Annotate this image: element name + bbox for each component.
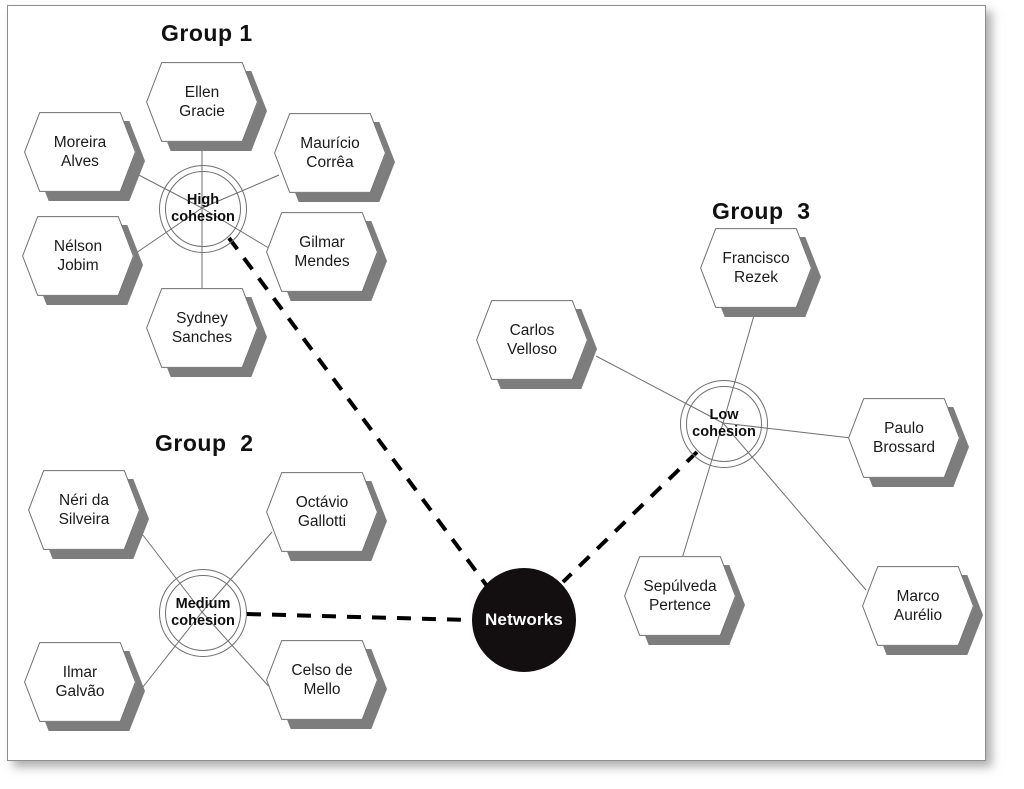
node-label: Ellen Gracie	[179, 84, 225, 120]
hex-outline	[266, 472, 378, 552]
hex-face: Octávio Gallotti	[266, 472, 378, 552]
hex-face: Carlos Velloso	[476, 300, 588, 380]
node-label: Maurício Corrêa	[300, 135, 360, 171]
hub-low-cohesion[interactable]: Low cohesion	[680, 380, 768, 468]
hex-outline	[146, 62, 258, 142]
hex-face: Sepúlveda Pertence	[624, 556, 736, 636]
node-label: Carlos Velloso	[507, 322, 557, 358]
node-carlos-velloso[interactable]: Carlos Velloso	[476, 300, 597, 389]
node-label: Sydney Sanches	[171, 310, 233, 346]
hub-label: Medium cohesion	[171, 596, 235, 629]
hex-face: Moreira Alves	[24, 112, 136, 192]
node-sepulveda-pertence[interactable]: Sepúlveda Pertence	[624, 556, 745, 645]
hex-face: Nélson Jobim	[22, 216, 134, 296]
hex-outline	[848, 398, 960, 478]
hex-outline	[476, 300, 588, 380]
node-marco-aurelio[interactable]: Marco Aurélio	[862, 566, 983, 655]
node-label: Ilmar Galvão	[55, 664, 105, 700]
hub-high-cohesion[interactable]: High cohesion	[159, 165, 247, 253]
hex-outline	[266, 640, 378, 720]
hub-label: High cohesion	[171, 192, 235, 225]
node-celso-de-mello[interactable]: Celso de Mello	[266, 640, 387, 729]
hex-face: Paulo Brossard	[848, 398, 960, 478]
node-ilmar-galvao[interactable]: Ilmar Galvão	[24, 642, 145, 731]
hex-face: Ilmar Galvão	[24, 642, 136, 722]
node-gilmar-mendes[interactable]: Gilmar Mendes	[266, 212, 387, 301]
hex-outline	[28, 470, 140, 550]
hex-face: Gilmar Mendes	[266, 212, 378, 292]
hub-inner-ring	[165, 575, 241, 651]
node-label: Francisco Rezek	[722, 250, 790, 286]
node-sydney-sanches[interactable]: Sydney Sanches	[146, 288, 267, 377]
node-label: Moreira Alves	[53, 134, 107, 170]
hub-inner-ring	[165, 171, 241, 247]
node-label: Celso de Mello	[291, 662, 353, 698]
node-francisco-rezek[interactable]: Francisco Rezek	[700, 228, 821, 317]
hex-face: Marco Aurélio	[862, 566, 974, 646]
group-title-1: Group 1	[161, 20, 253, 46]
hex-face: Maurício Corrêa	[274, 113, 386, 193]
node-paulo-brossard[interactable]: Paulo Brossard	[848, 398, 969, 487]
hex-outline	[22, 216, 134, 296]
hex-face: Ellen Gracie	[146, 62, 258, 142]
node-label: Marco Aurélio	[893, 588, 943, 624]
node-networks[interactable]: Networks	[472, 568, 576, 672]
node-nelson-jobim[interactable]: Nélson Jobim	[22, 216, 143, 305]
node-neri-da-silveira[interactable]: Néri da Silveira	[28, 470, 149, 559]
node-mauricio-correa[interactable]: Maurício Corrêa	[274, 113, 395, 202]
hex-outline	[266, 212, 378, 292]
hex-outline	[862, 566, 974, 646]
hub-label: Low cohesion	[692, 407, 756, 440]
group-title-3: Group 3	[712, 198, 811, 224]
node-octavio-gallotti[interactable]: Octávio Gallotti	[266, 472, 387, 561]
hub-inner-ring	[686, 386, 762, 462]
hub-medium-cohesion[interactable]: Medium cohesion	[159, 569, 247, 657]
hex-outline	[24, 642, 136, 722]
node-ellen-gracie[interactable]: Ellen Gracie	[146, 62, 267, 151]
node-label: Paulo Brossard	[872, 420, 936, 456]
hex-outline	[146, 288, 258, 368]
hex-outline	[624, 556, 736, 636]
hex-face: Francisco Rezek	[700, 228, 812, 308]
node-moreira-alves[interactable]: Moreira Alves	[24, 112, 145, 201]
hex-face: Celso de Mello	[266, 640, 378, 720]
hex-outline	[24, 112, 136, 192]
node-label: Néri da Silveira	[58, 492, 110, 528]
networks-label: Networks	[484, 610, 564, 629]
group-title-2: Group 2	[155, 430, 254, 456]
hex-outline	[700, 228, 812, 308]
hex-face: Néri da Silveira	[28, 470, 140, 550]
hex-face: Sydney Sanches	[146, 288, 258, 368]
hex-outline	[274, 113, 386, 193]
node-label: Nélson Jobim	[53, 238, 103, 274]
